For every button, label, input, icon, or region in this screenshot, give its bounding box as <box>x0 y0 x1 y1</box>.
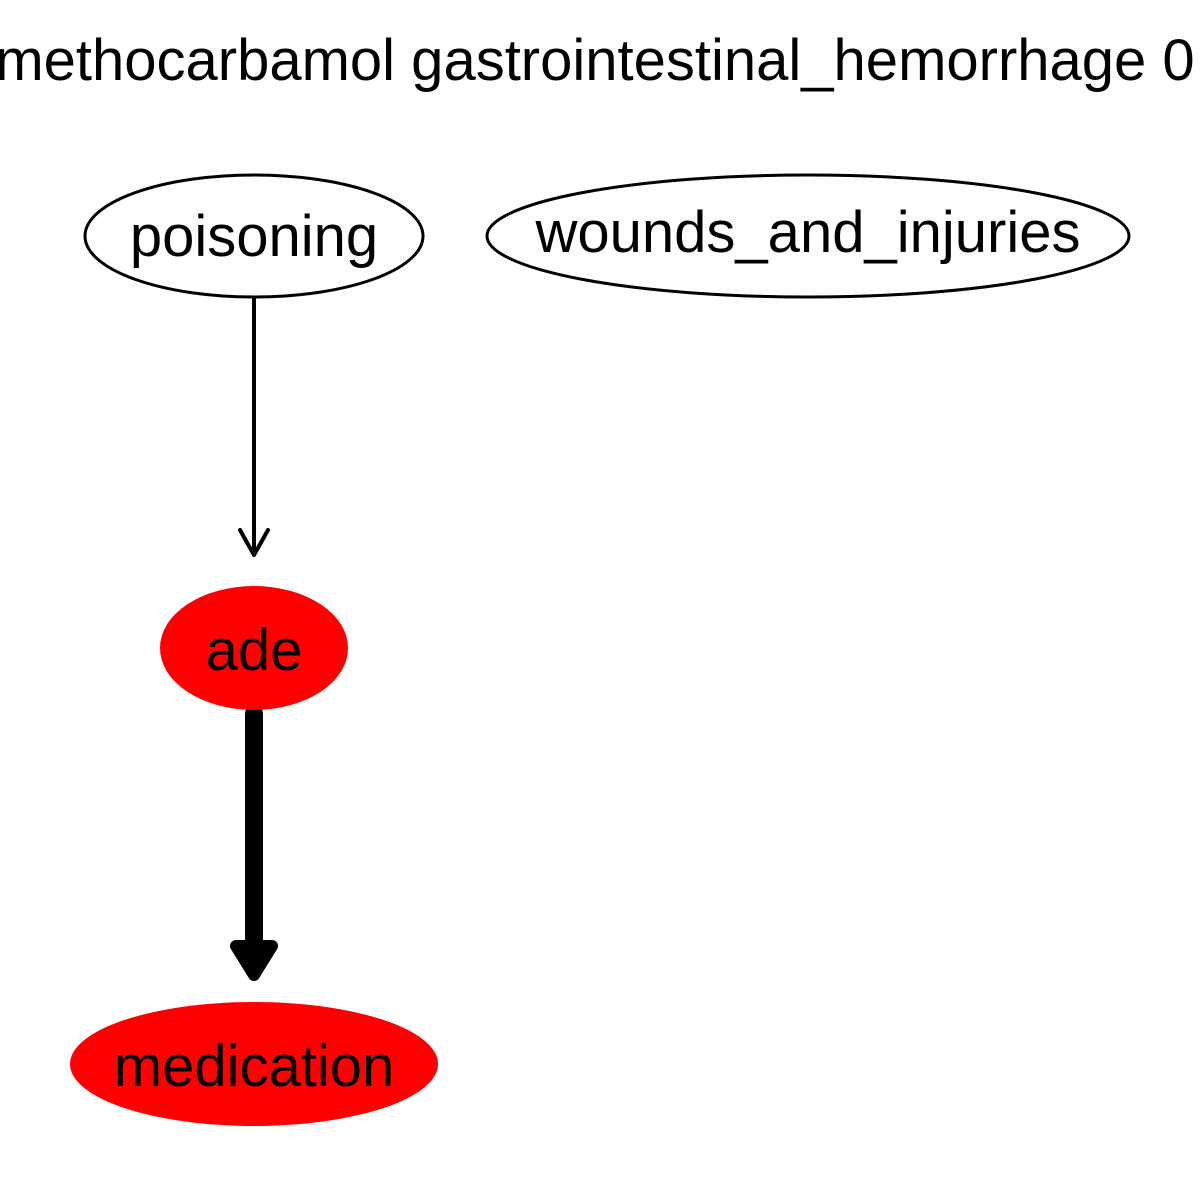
node-poisoning[interactable]: poisoning <box>83 173 425 299</box>
node-poisoning-ellipse <box>83 173 425 299</box>
node-medication[interactable]: medication <box>70 1002 438 1126</box>
node-wounds-and-injuries-ellipse <box>485 173 1131 299</box>
node-medication-label: medication <box>114 1034 394 1099</box>
node-poisoning-label: poisoning <box>130 204 378 269</box>
node-ade[interactable]: ade <box>160 586 348 710</box>
arrowhead-open-icon <box>238 528 270 557</box>
node-wounds-and-injuries-label: wounds_and_injuries <box>535 200 1081 265</box>
node-wounds-and-injuries[interactable]: wounds_and_injuries <box>485 173 1131 299</box>
arrowhead-filled-icon <box>230 940 278 981</box>
edge-ade-to-medication <box>230 705 278 981</box>
graph-title: methocarbamol gastrointestinal_hemorrhag… <box>0 28 1195 93</box>
node-medication-ellipse <box>70 1002 438 1126</box>
node-ade-label: ade <box>206 618 303 683</box>
node-ade-ellipse <box>160 586 348 710</box>
edge-poisoning-to-ade <box>238 295 270 557</box>
